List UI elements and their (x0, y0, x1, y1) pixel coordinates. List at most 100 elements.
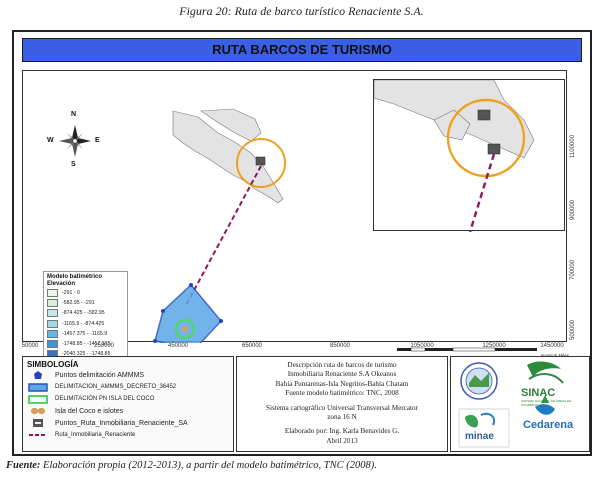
dashed-route-icon (27, 430, 49, 440)
route-point-puntarenas (255, 156, 266, 166)
bathymetry-swatch (47, 340, 58, 349)
source-caption: Fuente: Elaboración propia (2012-2013), … (6, 460, 377, 471)
bathymetry-class-label: -1457.375 - -1165.9 (62, 330, 108, 337)
route-line (184, 165, 262, 308)
polygon-swatch-icon (27, 382, 49, 392)
sinac-logo-icon (527, 361, 564, 384)
inset-route-point-2 (487, 143, 501, 155)
bathymetry-class-label: -291 - 0 (62, 290, 80, 297)
bathymetry-swatch (47, 289, 58, 298)
bathymetry-class-label: -874.425 - -582.95 (62, 310, 105, 317)
land-nicaragua (200, 108, 262, 142)
x-tick-label: 1250000 (482, 343, 506, 349)
x-tick-label: 1450000 (540, 343, 564, 349)
description-line: Fuente modelo batimétrico: TNC, 2008 (285, 389, 399, 398)
source-caption-bold: Fuente: (6, 460, 41, 471)
y-tick-label: 1100000 (570, 135, 576, 158)
minae-logo-icon (458, 408, 510, 448)
compass-south: S (71, 161, 76, 168)
sinac-logo-text: SINAC (521, 387, 556, 399)
compass-north: N (71, 111, 77, 118)
legend-item: DELIMITACION_AMMMS_DECRETO_36452 (27, 381, 229, 393)
ammms-point (219, 319, 223, 323)
green-outline-icon (27, 394, 49, 404)
legend-item: Puntos delimitación AMMMS (27, 369, 229, 381)
legend-item-label: Isla del Coco e islotes (55, 407, 124, 415)
bathymetry-class-label: -2040.325 - -1748.85 (62, 351, 111, 358)
x-tick-label: 650000 (241, 343, 263, 349)
logos-canvas (458, 361, 564, 448)
inset-route-point-1 (477, 109, 491, 121)
compass-east: E (95, 137, 100, 144)
institution-logos: SINAC SISTEMA NACIONAL DE ÁREAS DE CONSE… (450, 356, 590, 452)
island-shape-icon (27, 406, 49, 416)
description-line: Bahía Puntarenas-Isla Negritos-Bahía Cha… (275, 379, 409, 388)
x-tick-label: 1050000 (410, 343, 434, 349)
bathymetry-swatch (47, 309, 58, 318)
minae-logo-text: minae (465, 431, 494, 442)
legend-item: DELIMITACIÓN PN ISLA DEL COCO (27, 393, 229, 405)
isla-del-coco (182, 326, 188, 332)
description-line: Sistema cartográfico Universal Transvers… (265, 403, 419, 412)
bathymetry-swatch (47, 319, 58, 328)
x-tick-label: 850000 (329, 343, 351, 349)
bathymetry-class-label: -1165.9 - -874.425 (62, 320, 105, 327)
compass-rose-icon (59, 125, 91, 157)
description-line: Abril 2013 (326, 436, 358, 445)
symbology-title: SIMBOLOGÍA (27, 360, 79, 369)
description-line: Inmobiliaria Renaciente S.A Okeanos (287, 370, 397, 379)
ammms-point (153, 339, 157, 343)
legend-item-label: DELIMITACION_AMMMS_DECRETO_36452 (55, 384, 177, 390)
figure-caption: Figura 20: Ruta de barco turístico Renac… (179, 4, 424, 18)
description-line: Descripción ruta de barcos de turismo (287, 361, 397, 369)
bathymetry-class: -1165.9 - -874.425 (47, 319, 124, 329)
inset-map (373, 79, 565, 233)
pn-coco-ring (174, 318, 196, 340)
inset-map-canvas (373, 79, 535, 233)
route-point-icon (27, 418, 49, 428)
y-tick-label: 900000 (570, 199, 576, 220)
x-tick-label: 450000 (167, 343, 189, 349)
pentagon-point-icon (27, 370, 49, 380)
description-line: Elaborado por: Ing. Karla Benavides G. (284, 427, 400, 436)
bathymetry-class: -874.425 - -582.95 (47, 308, 124, 318)
bathymetry-class-label: -1748.85 - -1457.375 (62, 341, 111, 348)
y-tick-label: 700000 (570, 259, 576, 280)
main-map: N S E W Modelo batimétrico Elevación -29… (22, 70, 569, 399)
bathymetry-class: -291 - 0 (47, 288, 124, 298)
ammms-point (189, 283, 193, 287)
legend-item-label: Puntos delimitación AMMMS (55, 371, 145, 379)
ammms-point (161, 309, 165, 313)
bathymetry-class: -1457.375 - -1165.9 (47, 329, 124, 339)
main-map-canvas (59, 108, 434, 350)
scale-bar-graphic (397, 347, 537, 352)
map-title: RUTA BARCOS DE TURISMO (22, 38, 582, 62)
compass-west: W (47, 137, 54, 144)
symbology-legend: SIMBOLOGÍA Puntos delimitación AMMMS DEL… (22, 356, 234, 452)
cedarena-logo-icon (535, 395, 555, 415)
description-line: zona 16 N (327, 413, 357, 422)
buffer-puntarenas (236, 138, 286, 188)
legend-item-label: Ruta_Inmobiliaria_Renaciente (55, 432, 136, 438)
land-central-america (172, 110, 284, 204)
bathymetry-swatch (47, 299, 58, 308)
legend-item: Isla del Coco e islotes (27, 405, 229, 417)
bathymetry-class-label: -582.95 - -291 (62, 300, 95, 307)
x-tick-label: 250000 (93, 343, 115, 349)
inset-nicoya (433, 109, 471, 141)
bathymetry-class: -582.95 - -291 (47, 298, 124, 308)
seal-logo-icon (460, 362, 498, 400)
source-caption-text: Elaboración propia (2012-2013), a partir… (40, 460, 377, 471)
x-axis: 50000 250000 450000 650000 850000 1050000 1250… (22, 343, 567, 353)
cedarena-logo-text: Cedarena (523, 419, 574, 431)
legend-item-label: DELIMITACIÓN PN ISLA DEL COCO (55, 396, 155, 402)
legend-item-label: Puntos_Ruta_Inmobiliaria_Renaciente_SA (55, 419, 188, 427)
legend-item: Ruta_Inmobiliaria_Renaciente (27, 429, 229, 441)
legend-item: Puntos_Ruta_Inmobiliaria_Renaciente_SA (27, 417, 229, 429)
bathymetry-subtitle: Elevación (47, 281, 76, 287)
map-layout-frame: RUTA BARCOS DE TURISMO (12, 30, 592, 456)
x-tick-label: 50000 (21, 343, 39, 349)
inset-route-line (468, 153, 496, 233)
